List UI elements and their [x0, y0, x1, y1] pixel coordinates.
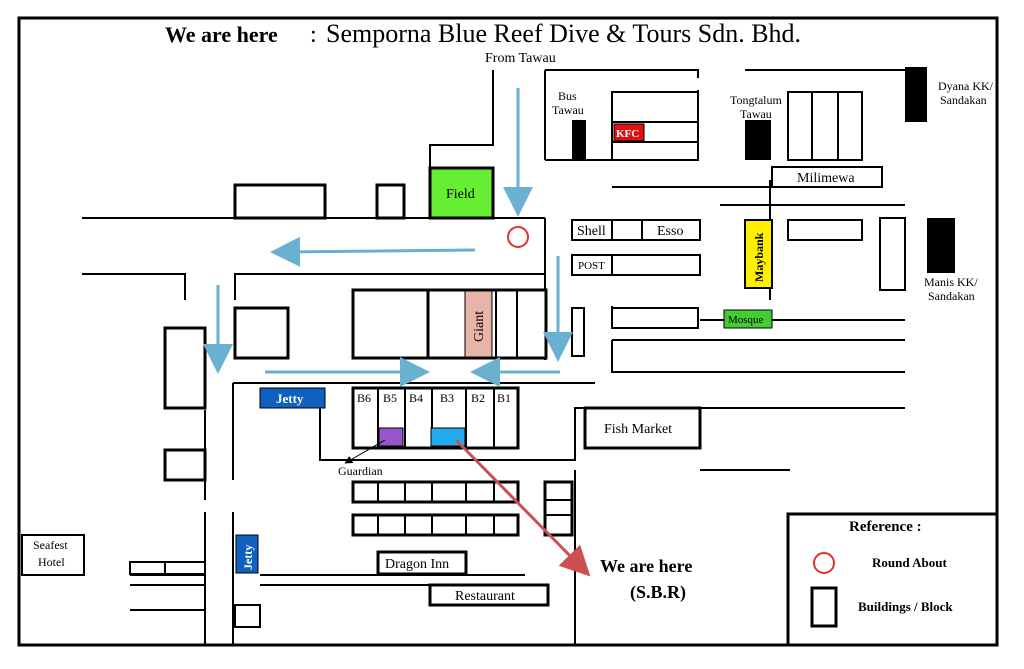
bus-tawau-label-1: Bus [558, 89, 577, 103]
sbr-label: (S.B.R) [630, 582, 686, 603]
giant-block [464, 290, 493, 358]
roundabout-icon [507, 226, 529, 248]
dragon-inn-label: Dragon Inn [385, 557, 449, 572]
direction-arrow-icon [203, 88, 573, 387]
seafest-label-1: Seafest [33, 538, 68, 552]
dyana-label-1: Dyana KK/ [938, 79, 994, 93]
block-b5: B5 [383, 391, 397, 405]
field-label: Field [446, 187, 475, 202]
mosque-label: Mosque [728, 314, 764, 326]
jetty-top-label: Jetty [276, 391, 304, 406]
block-b6: B6 [357, 391, 371, 405]
from-tawau-label: From Tawau [485, 51, 556, 66]
title-separator: : [310, 22, 317, 48]
we-are-here-label: We are here [600, 556, 692, 576]
reference-buildings: Buildings / Block [858, 599, 953, 614]
esso-label: Esso [657, 224, 683, 239]
kfc-label: KFC [616, 128, 639, 140]
buildings [21, 67, 955, 628]
block-b1: B1 [497, 391, 511, 405]
seafest-label-2: Hotel [38, 555, 65, 569]
tongtalum-label-1: Tongtalum [730, 93, 782, 107]
block-b2: B2 [471, 391, 485, 405]
building-icon [810, 586, 838, 628]
maybank-label: Maybank [752, 232, 766, 282]
manis-label-1: Manis KK/ [924, 275, 978, 289]
reference-round-about: Round About [872, 555, 947, 570]
giant-label: Giant [472, 311, 487, 342]
fish-market-label: Fish Market [604, 422, 672, 437]
block-b4: B4 [409, 391, 423, 405]
post-label: POST [578, 260, 605, 272]
jetty-top-block [259, 387, 326, 409]
field-block [428, 166, 495, 220]
milimewa-label: Milimewa [797, 171, 855, 186]
guardian-pointer-icon [344, 439, 386, 464]
pointer-arrow-icon [454, 438, 591, 577]
dyana-label-2: Sandakan [940, 93, 987, 107]
reference-title: Reference : [849, 519, 922, 535]
kfc-block [613, 123, 645, 142]
restaurant-label: Restaurant [455, 589, 515, 604]
maybank-block [744, 219, 773, 289]
block-b3: B3 [440, 391, 454, 405]
manis-label-2: Sandakan [928, 289, 975, 303]
title-company: Semporna Blue Reef Dive & Tours Sdn. Bhd… [326, 19, 801, 48]
tongtalum-label-2: Tawau [740, 107, 772, 121]
jetty-side-block [235, 534, 259, 574]
jetty-side-label: Jetty [241, 545, 255, 570]
title-prefix: We are here [165, 22, 278, 47]
shell-label: Shell [577, 224, 606, 239]
reference-legend: Reference : Round About Buildings / Bloc… [786, 512, 999, 647]
guardian-block [378, 427, 404, 447]
mosque-block [723, 309, 773, 329]
bus-tawau-label-2: Tawau [552, 103, 584, 117]
roundabout-icon [813, 552, 835, 574]
guardian-label: Guardian [338, 464, 383, 478]
